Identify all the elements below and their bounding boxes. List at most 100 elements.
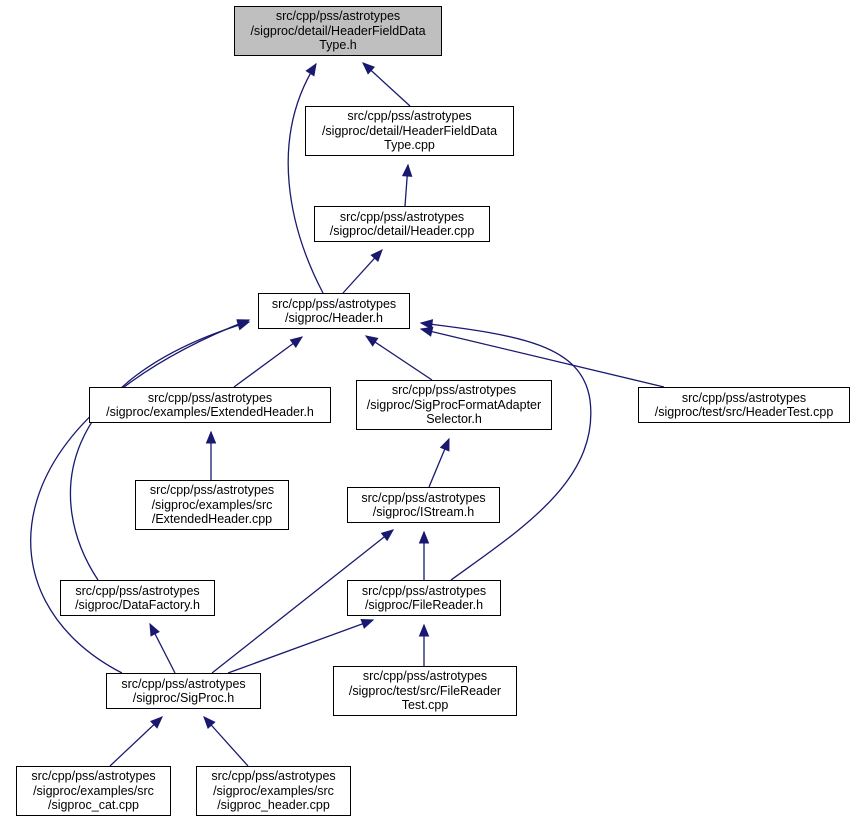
node-ext-h[interactable]: src/cpp/pss/astrotypes/sigproc/examples/… bbox=[89, 387, 331, 423]
node-label-line: /sigproc/IStream.h bbox=[372, 505, 475, 519]
edge-line bbox=[211, 529, 394, 674]
node-label-line: src/cpp/pss/astrotypes bbox=[31, 769, 156, 784]
edge-sigproc_cat-includes-sigproc_h bbox=[109, 716, 163, 767]
edge-filereadertest-includes-filereader_h bbox=[418, 623, 430, 666]
edge-istream_h-includes-adapter_h bbox=[428, 437, 450, 488]
edge-headertest-includes-header_h bbox=[419, 326, 665, 388]
edge-arrowhead bbox=[360, 619, 375, 629]
edge-arrowhead bbox=[203, 716, 216, 730]
edge-arrowhead bbox=[370, 249, 383, 263]
edge-ext_cpp-includes-ext_h bbox=[205, 430, 217, 480]
edge-arrowhead bbox=[205, 430, 217, 444]
edge-arrowhead bbox=[362, 62, 376, 75]
node-istream-h[interactable]: src/cpp/pss/astrotypes/sigproc/IStream.h bbox=[347, 487, 500, 523]
edge-line bbox=[420, 322, 592, 581]
edge-arrowhead bbox=[418, 623, 430, 637]
node-label-line: /sigproc/DataFactory.h bbox=[75, 598, 200, 612]
node-sigproc-header[interactable]: src/cpp/pss/astrotypes/sigproc/examples/… bbox=[196, 766, 351, 816]
node-label-line: src/cpp/pss/astrotypes bbox=[211, 769, 336, 784]
node-label-line: src/cpp/pss/astrotypes bbox=[347, 109, 472, 124]
edge-line bbox=[227, 619, 374, 674]
edge-arrowhead bbox=[401, 163, 413, 177]
node-label-line: /sigproc/detail/Header.cpp bbox=[329, 224, 475, 238]
edge-sigproc_header-includes-sigproc_h bbox=[203, 716, 249, 767]
node-header-h[interactable]: src/cpp/pss/astrotypes/sigproc/Header.h bbox=[258, 293, 410, 329]
edge-sigproc_h-includes-filereader_h bbox=[227, 619, 375, 674]
node-label-line: /sigproc/SigProc.h bbox=[132, 691, 235, 705]
edge-arrowhead bbox=[380, 529, 395, 542]
edge-line bbox=[30, 319, 250, 674]
edge-line bbox=[233, 336, 303, 388]
node-filereader-h[interactable]: src/cpp/pss/astrotypes/sigproc/FileReade… bbox=[347, 580, 501, 616]
node-label-line: src/cpp/pss/astrotypes bbox=[75, 583, 200, 598]
node-label-line: /sigproc/examples/src bbox=[33, 783, 154, 798]
node-label-line: src/cpp/pss/astrotypes bbox=[681, 390, 807, 405]
node-label-line: /ExtendedHeader.cpp bbox=[151, 512, 273, 527]
edge-sigproc_h-includes-header_h bbox=[30, 319, 251, 674]
node-label-line: src/cpp/pss/astrotypes bbox=[361, 490, 486, 505]
node-label-line: src/cpp/pss/astrotypes bbox=[275, 9, 401, 24]
node-adapter-h[interactable]: src/cpp/pss/astrotypes/sigproc/SigProcFo… bbox=[356, 380, 552, 430]
node-label-line: /sigproc/detail/HeaderFieldData bbox=[321, 123, 498, 138]
node-hfdt-h: src/cpp/pss/astrotypes/sigproc/detail/He… bbox=[234, 6, 442, 56]
edge-ext_h-includes-header_h bbox=[233, 336, 304, 388]
node-label-line: src/cpp/pss/astrotypes bbox=[121, 676, 246, 691]
node-label-line: src/cpp/pss/astrotypes bbox=[147, 390, 273, 405]
edge-filereader_h-includes-header_h bbox=[419, 319, 592, 581]
node-label-line: /sigproc_cat.cpp bbox=[47, 798, 140, 813]
node-label-line: Type.h bbox=[319, 38, 357, 53]
node-hfdt-cpp[interactable]: src/cpp/pss/astrotypes/sigproc/detail/He… bbox=[305, 106, 514, 156]
edge-filereader_h-includes-istream_h bbox=[418, 530, 430, 580]
edge-arrowhead bbox=[419, 326, 434, 337]
edge-arrowhead bbox=[419, 319, 434, 330]
edge-arrowhead bbox=[236, 319, 251, 330]
node-label-line: /sigproc/examples/src bbox=[151, 497, 273, 512]
edge-arrowhead bbox=[364, 335, 379, 347]
edge-arrowhead bbox=[149, 622, 160, 637]
edge-hfdt_cpp-includes-hfdt_h bbox=[362, 62, 411, 107]
node-label-line: Type.cpp bbox=[384, 138, 435, 153]
node-label-line: /sigproc/examples/src bbox=[213, 783, 334, 798]
node-label-line: /sigproc/test/src/FileReader bbox=[348, 683, 502, 698]
edge-adapter_h-includes-header_h bbox=[364, 335, 433, 381]
edge-sigproc_h-includes-istream_h bbox=[211, 529, 395, 674]
edge-line bbox=[69, 321, 250, 581]
node-label-line: src/cpp/pss/astrotypes bbox=[339, 209, 465, 224]
node-filereadertest[interactable]: src/cpp/pss/astrotypes/sigproc/test/src/… bbox=[333, 666, 517, 716]
node-sigproc-h[interactable]: src/cpp/pss/astrotypes/sigproc/SigProc.h bbox=[106, 673, 261, 709]
edge-arrowhead bbox=[305, 62, 317, 77]
edge-datafactory_h-includes-header_h bbox=[69, 320, 251, 581]
node-label-line: src/cpp/pss/astrotypes bbox=[149, 483, 275, 498]
edge-sigproc_h-includes-datafactory_h bbox=[149, 622, 176, 674]
node-label-line: src/cpp/pss/astrotypes bbox=[362, 669, 488, 684]
node-label-line: /sigproc/detail/HeaderFieldData bbox=[250, 23, 426, 38]
edge-arrowhead bbox=[150, 716, 163, 729]
edge-line bbox=[109, 716, 163, 767]
node-label-line: Selector.h bbox=[426, 412, 482, 427]
edge-line bbox=[365, 335, 433, 381]
node-label-line: src/cpp/pss/astrotypes bbox=[361, 583, 487, 598]
node-label-line: /sigproc/FileReader.h bbox=[364, 598, 484, 612]
node-label-line: src/cpp/pss/astrotypes bbox=[391, 383, 517, 398]
edge-arrowhead bbox=[439, 437, 450, 452]
node-label-line: /sigproc/test/src/HeaderTest.cpp bbox=[654, 405, 834, 419]
edge-line bbox=[420, 328, 665, 388]
node-label-line: src/cpp/pss/astrotypes bbox=[271, 296, 397, 311]
node-label-line: /sigproc_header.cpp bbox=[217, 798, 330, 813]
node-label-line: /sigproc/SigProcFormatAdapter bbox=[366, 397, 542, 412]
edge-header_h-includes-hfdt_h bbox=[287, 62, 324, 294]
node-label-line: /sigproc/examples/ExtendedHeader.h bbox=[106, 405, 314, 419]
node-header-cpp[interactable]: src/cpp/pss/astrotypes/sigproc/detail/He… bbox=[314, 206, 490, 242]
node-datafactory-h[interactable]: src/cpp/pss/astrotypes/sigproc/DataFacto… bbox=[60, 580, 215, 616]
node-headertest[interactable]: src/cpp/pss/astrotypes/sigproc/test/src/… bbox=[638, 387, 850, 423]
node-label-line: Test.cpp bbox=[401, 698, 449, 713]
node-sigproc-cat[interactable]: src/cpp/pss/astrotypes/sigproc/examples/… bbox=[16, 766, 171, 816]
edge-line bbox=[287, 63, 324, 294]
edge-header_cpp-includes-hfdt_cpp bbox=[401, 163, 413, 207]
edge-arrowhead bbox=[418, 530, 430, 544]
node-label-line: /sigproc/Header.h bbox=[285, 311, 383, 325]
edge-header_h-includes-header_cpp bbox=[342, 249, 383, 294]
edge-arrowhead bbox=[289, 336, 304, 349]
node-ext-cpp[interactable]: src/cpp/pss/astrotypes/sigproc/examples/… bbox=[135, 480, 289, 530]
